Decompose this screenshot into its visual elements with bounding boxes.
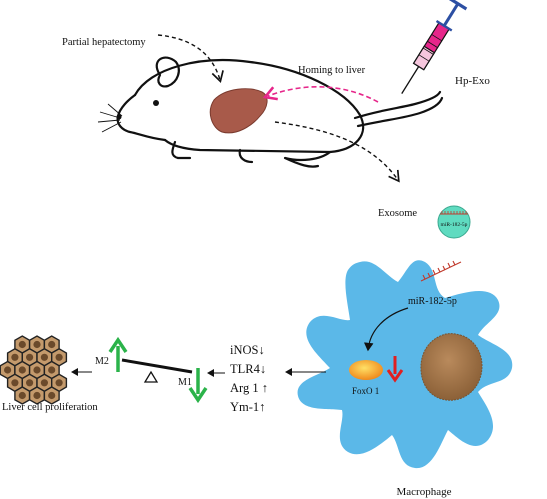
hexagon-cell-nucleus [48, 366, 56, 374]
hexagon-cell-nucleus [48, 391, 56, 400]
homing-label: Homing to liver [298, 65, 366, 76]
hexagon-cell-nucleus [26, 353, 34, 361]
foxo-down-arrow [386, 356, 404, 383]
hp-exo-label: Hp-Exo [455, 75, 490, 87]
exosome-inner-label: miR-182-5p [441, 222, 468, 228]
m2-label: M2 [95, 356, 109, 367]
exosome-label: Exosome [378, 208, 417, 219]
marker-tlr4: TLR4↓ [230, 362, 266, 376]
hexagon-cell-nucleus [48, 340, 56, 349]
mirna-icon [420, 260, 462, 282]
partial-hepatectomy-label: Partial hepatectomy [62, 37, 146, 48]
hepatectomy-arrow [157, 34, 224, 83]
hexagon-cell-nucleus [4, 366, 12, 374]
hexagon-cells-icon [0, 335, 68, 405]
syringe-icon [401, 0, 468, 94]
macrophage-cell [297, 260, 513, 469]
marker-arg1: Arg 1 ↑ [230, 381, 268, 395]
hexagon-cell-nucleus [33, 340, 41, 349]
hexagon-cell-nucleus [18, 340, 26, 349]
mirna-to-foxo-arrow [363, 307, 409, 352]
mirna-label: miR-182-5p [408, 296, 457, 307]
foxo-label: FoxO 1 [352, 386, 379, 396]
marker-list: iNOS↓ TLR4↓ Arg 1 ↑ Ym-1↑ [230, 343, 268, 414]
mouse-eye [153, 100, 159, 106]
hexagon-cell-nucleus [40, 353, 49, 361]
hexagon-cell-nucleus [55, 379, 63, 387]
mouse-icon [116, 56, 444, 168]
homing-arrow [262, 86, 379, 103]
exosome-arrow [274, 121, 400, 183]
m2-up-arrow [108, 336, 128, 372]
seesaw-icon [121, 358, 193, 383]
exosome-icon: miR-182-5p [437, 205, 471, 239]
hexagon-cell-nucleus [11, 353, 19, 361]
hexagon-cell-nucleus [18, 391, 26, 400]
foxo-icon [349, 360, 383, 380]
marker-ym1: Ym-1↑ [230, 400, 265, 414]
liver-icon [209, 88, 268, 134]
mouse-nose [116, 114, 122, 120]
m1-down-arrow [188, 368, 208, 404]
hexagon-cell-nucleus [40, 379, 49, 387]
mouse-whiskers [97, 103, 123, 133]
nucleus-icon [420, 333, 483, 401]
hexagon-cell-nucleus [33, 366, 41, 374]
liver-prolif-label: Liver cell proliferation [2, 402, 98, 413]
macrophage-label: Macrophage [397, 486, 452, 498]
hexagon-cell-nucleus [18, 366, 26, 374]
hexagon-cell-nucleus [26, 379, 34, 387]
hexagon-cell-nucleus [33, 391, 41, 400]
m1-label: M1 [178, 377, 192, 388]
hexagon-cell-nucleus [55, 353, 63, 361]
hexagon-cell-nucleus [11, 379, 19, 387]
marker-inos: iNOS↓ [230, 343, 265, 357]
